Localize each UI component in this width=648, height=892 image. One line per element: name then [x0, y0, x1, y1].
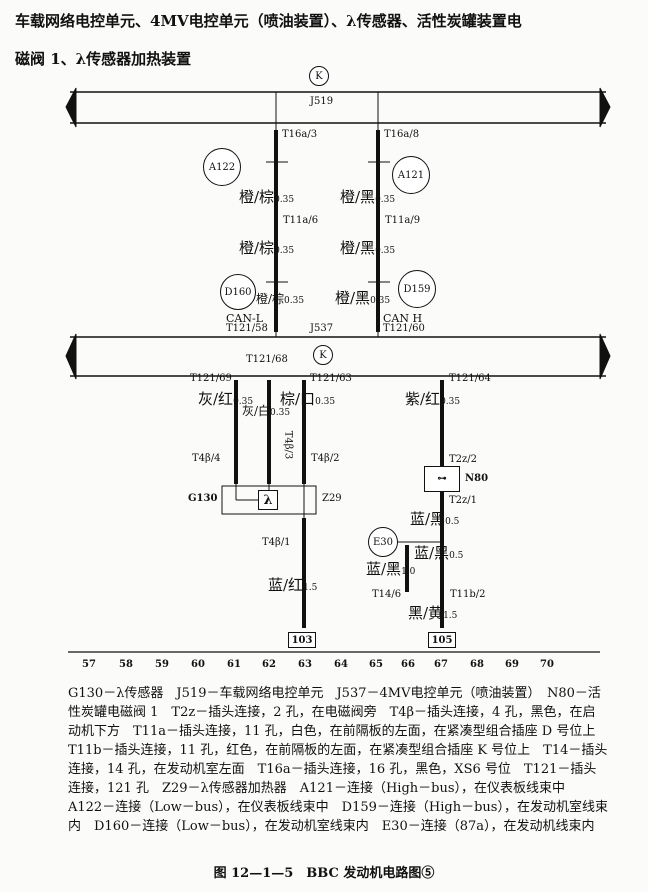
connector-d160: D160	[220, 274, 256, 310]
scale-number: 60	[191, 659, 205, 670]
pin-t4b-4: T4β/4	[192, 453, 221, 464]
legend-text: G130－λ传感器 J519－车载网络电控单元 J537－4MV电控单元（喷油装…	[68, 686, 609, 834]
connector-a122: A122	[203, 148, 241, 186]
wire-label: 棕/口0.35	[280, 390, 336, 408]
connector-d159: D159	[398, 270, 436, 308]
ground-103: 103	[288, 632, 316, 648]
figure-caption: 图 12—1—5 BBC 发动机电路图⑤	[213, 866, 435, 881]
scale-number: 70	[540, 659, 554, 670]
scale-number: 62	[262, 659, 276, 670]
ground-symbol-top: K	[309, 66, 329, 86]
title-line-2: 磁阀 1、λ传感器加热装置	[15, 50, 192, 68]
connector-e30: E30	[368, 527, 398, 557]
wire-label: 蓝/黑0.5	[414, 544, 464, 562]
pin-t16a-3: T16a/3	[282, 129, 318, 140]
j537-label: J537	[310, 323, 334, 334]
scale-number: 68	[470, 659, 484, 670]
n80-label: N80	[465, 473, 489, 484]
pin-t16a-8: T16a/8	[384, 129, 420, 140]
pin-t2z-2: T2z/2	[449, 454, 478, 465]
scale-number: 57	[82, 659, 96, 670]
wire-label: 橙/黑0.35	[335, 289, 391, 307]
title-line-1: 车载网络电控单元、4MV电控单元（喷油装置）、λ传感器、活性炭罐装置电	[15, 12, 522, 30]
pin-t121-69: T121/69	[190, 373, 232, 384]
connector-a121: A121	[392, 156, 430, 194]
wire-label: 灰/红0.35	[198, 390, 254, 408]
wire-label: 蓝/黑0.5	[410, 510, 460, 528]
ground-105: 105	[428, 632, 456, 648]
j519-label: J519	[310, 96, 334, 107]
z29-label: Z29	[322, 493, 342, 504]
n80-solenoid-symbol: ⊶	[424, 466, 460, 492]
scale-number: 65	[369, 659, 383, 670]
pin-t11b-2: T11b/2	[450, 589, 486, 600]
pin-t121-64: T121/64	[449, 373, 491, 384]
wire-label: 紫/红0.35	[405, 390, 461, 408]
wire-label: 橙/棕0.35	[239, 188, 295, 206]
pin-t121-58: T121/58	[226, 323, 268, 334]
pin-t121-68: T121/68	[246, 354, 288, 365]
scale-number: 64	[334, 659, 348, 670]
can-h-label: CAN H	[383, 312, 423, 325]
scale-number: 66	[401, 659, 415, 670]
pin-t121-60: T121/60	[383, 323, 425, 334]
pin-t4b-1: T4β/1	[262, 537, 291, 548]
scale-number: 67	[434, 659, 448, 670]
lambda-sensor-symbol: λ	[258, 490, 278, 510]
pin-t11a-9: T11a/9	[385, 215, 421, 226]
g130-label: G130	[188, 493, 218, 504]
wire-label: 橙/黑0.35	[340, 188, 396, 206]
scale-number: 63	[298, 659, 312, 670]
pin-t11a-6: T11a/6	[283, 215, 319, 226]
pin-t4b-3: T4β/3	[282, 430, 294, 460]
wire-label: 蓝/红1.5	[268, 576, 318, 594]
scale-number: 69	[505, 659, 519, 670]
pin-t4b-2: T4β/2	[311, 453, 340, 464]
scale-number: 59	[155, 659, 169, 670]
scale-number: 61	[227, 659, 241, 670]
scale-number: 58	[119, 659, 133, 670]
can-l-label: CAN-L	[226, 312, 264, 325]
wire-label: 灰/白0.35	[242, 404, 291, 418]
wire-label: 橙/棕0.35	[256, 292, 305, 306]
wire-label: 黑/黄1.5	[408, 604, 458, 622]
pin-t121-63: T121/63	[310, 373, 352, 384]
wire-label: 橙/黑0.35	[340, 239, 396, 257]
wire-label: 蓝/黑1.0	[366, 560, 416, 578]
wire-label: 橙/棕0.35	[239, 239, 295, 257]
pin-t14-6: T14/6	[372, 589, 402, 600]
pin-t2z-1: T2z/1	[449, 495, 478, 506]
ground-symbol-mid: K	[313, 345, 333, 365]
